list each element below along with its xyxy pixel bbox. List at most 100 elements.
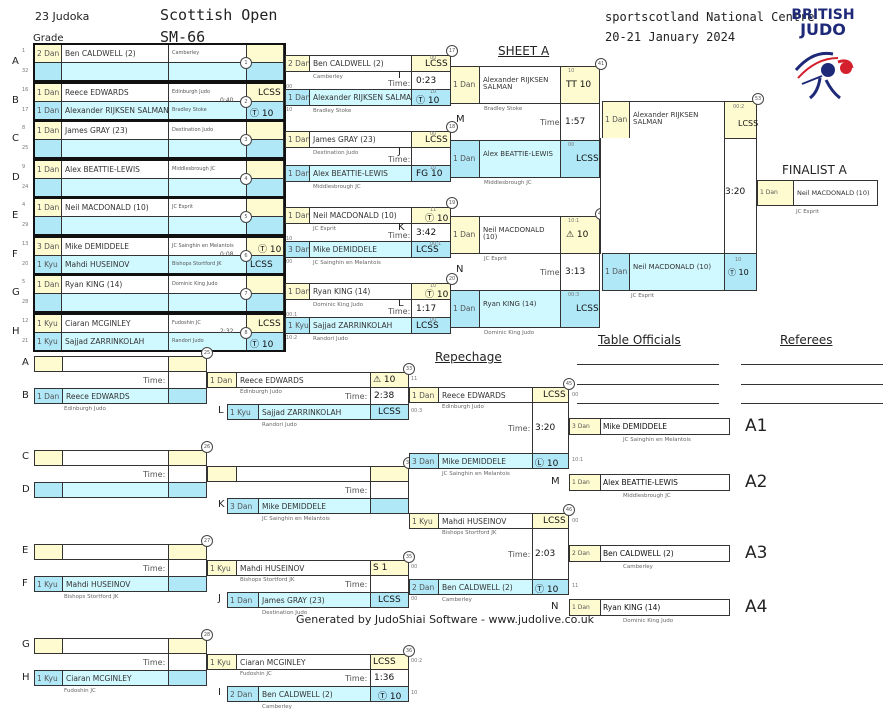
grade-cell[interactable]: 3 Dan xyxy=(227,498,259,514)
competitor-name[interactable]: Ciaran MCGINLEY xyxy=(236,654,371,670)
time-label: Time: xyxy=(345,674,368,683)
grade-cell[interactable]: 1 Dan xyxy=(285,131,310,148)
competitor-name[interactable]: Mahdi HUSEINOV xyxy=(62,576,169,592)
name-cell[interactable] xyxy=(62,356,169,372)
grade-cell[interactable] xyxy=(34,450,63,466)
grade-cell[interactable]: 1 Dan xyxy=(409,387,439,403)
referee-line-2 xyxy=(741,384,883,385)
grade-cell[interactable]: 1 Dan xyxy=(227,592,259,608)
grade-cell[interactable]: 1 Dan xyxy=(285,165,310,182)
competitor-name[interactable]: Sajjad ZARRINKOLAH xyxy=(309,317,412,334)
competitor-name[interactable]: James GRAY (23) xyxy=(258,592,371,608)
competitor-name[interactable]: Mahdi HUSEINOV xyxy=(236,560,371,576)
match-time: 0:08 xyxy=(220,250,234,258)
competitor-name[interactable]: Sajjad ZARRINKOLAH xyxy=(258,404,371,420)
club-name: Randori Judo xyxy=(262,422,297,428)
grade-cell[interactable]: 1 Dan xyxy=(569,474,601,491)
seed-number: 32 xyxy=(22,68,29,74)
result-name[interactable]: Ryan KING (14) xyxy=(600,599,730,616)
grade-cell[interactable] xyxy=(34,544,63,560)
grade-cell[interactable] xyxy=(34,482,63,498)
grade-cell[interactable]: 1 Dan xyxy=(450,66,480,104)
competitor-name[interactable]: James GRAY (23) xyxy=(309,131,412,148)
competitor-name[interactable] xyxy=(236,466,371,482)
competitor-name[interactable]: Ben CALDWELL (2) xyxy=(438,579,533,595)
competitor-name[interactable]: Neil MACDONALD (10) xyxy=(479,216,561,254)
competitor-name[interactable]: Alex BEATTIE-LEWIS xyxy=(479,140,561,178)
name-cell[interactable] xyxy=(62,638,169,654)
grade-cell[interactable]: 2 Dan xyxy=(409,579,439,595)
score-value: Ⓣ 10 xyxy=(535,585,559,595)
competitor-name[interactable]: Mike DEMIDDELE xyxy=(258,498,371,514)
competitor-name[interactable]: Reece EDWARDS xyxy=(236,372,371,388)
competitor-name[interactable]: Alexander RIJKSEN SALMAN xyxy=(479,66,561,104)
competitor-name[interactable]: Mike DEMIDDELE xyxy=(438,453,533,469)
grade-cell[interactable]: 1 Dan xyxy=(450,216,480,254)
pool-letter: D xyxy=(22,484,30,495)
club-name: JC Sainghin en Melantois xyxy=(442,471,510,477)
grade-cell[interactable] xyxy=(34,356,63,372)
competitor-name[interactable]: Ryan KING (14) xyxy=(479,290,561,328)
finalist-name[interactable]: Neil MACDONALD (10) xyxy=(793,180,878,206)
pool-letter: A xyxy=(12,56,19,67)
match-time: 2:32 xyxy=(220,327,234,335)
table-officials-title: Table Officials xyxy=(598,333,681,347)
competitor-name[interactable]: Ryan KING (14) xyxy=(309,283,412,300)
grade-cell[interactable]: 1 Dan xyxy=(34,388,63,404)
time-label: Time: xyxy=(143,376,166,385)
grade-cell[interactable]: 2 Dan xyxy=(227,686,259,702)
grade-cell[interactable]: 3 Dan xyxy=(569,418,601,435)
pre-score: 10 xyxy=(286,236,293,242)
grade-cell[interactable]: 1 Dan xyxy=(285,283,310,300)
competitor-name[interactable]: Ben CALDWELL (2) xyxy=(258,686,371,702)
competitor-name[interactable]: Alexander RIJKSEN SALMAN xyxy=(309,89,412,106)
name-cell[interactable] xyxy=(62,544,169,560)
grade-cell[interactable]: 1 Kyu xyxy=(207,654,237,670)
grade-cell[interactable]: 1 Dan xyxy=(450,290,480,328)
time-cell xyxy=(411,147,451,166)
grade-cell[interactable]: 1 Dan xyxy=(450,140,480,178)
grade-cell[interactable]: 1 Dan xyxy=(207,372,237,388)
grade-cell[interactable]: 1 Kyu xyxy=(409,513,439,529)
competitor-name[interactable]: Ciaran MCGINLEY xyxy=(62,670,169,686)
competitor-name[interactable] xyxy=(62,482,169,498)
competitor-name[interactable]: Reece EDWARDS xyxy=(438,387,533,403)
name-cell[interactable] xyxy=(62,450,169,466)
competitor-name[interactable]: Neil MACDONALD (10) xyxy=(309,207,412,224)
competitor-name[interactable]: Reece EDWARDS xyxy=(62,388,169,404)
grade-cell[interactable]: 3 Dan xyxy=(409,453,439,469)
grade-cell[interactable]: 1 Dan xyxy=(285,207,310,224)
time-label: Time: xyxy=(508,424,531,433)
grade-cell[interactable]: 1 Kyu xyxy=(34,576,63,592)
club-name: Edinburgh Judo xyxy=(64,406,106,412)
result-name[interactable]: Alex BEATTIE-LEWIS xyxy=(600,474,730,491)
competitor-name[interactable]: Alexander RIJKSEN SALMAN xyxy=(629,101,725,139)
competitor-name[interactable]: Alex BEATTIE-LEWIS xyxy=(309,165,412,182)
grade-cell[interactable]: 1 Dan xyxy=(757,180,794,206)
grade-cell[interactable]: 1 Dan xyxy=(602,253,630,291)
grade-cell[interactable]: 2 Dan xyxy=(285,55,310,72)
competitor-name[interactable]: Mahdi HUSEINOV xyxy=(438,513,533,529)
grade-cell[interactable]: 1 Kyu xyxy=(207,560,237,576)
grade-cell[interactable]: 3 Dan xyxy=(285,241,310,258)
grade-cell[interactable]: 1 Dan xyxy=(602,101,630,139)
grade-cell[interactable]: 1 Dan xyxy=(285,89,310,106)
result-name[interactable]: Mike DEMIDDELE xyxy=(600,418,730,435)
grade-cell[interactable]: 2 Dan xyxy=(569,545,601,562)
match-number: 5 xyxy=(240,211,252,223)
result-name[interactable]: Ben CALDWELL (2) xyxy=(600,545,730,562)
score-value: Ⓣ 10 xyxy=(728,268,749,277)
referee-line-1 xyxy=(741,364,883,365)
competitor-name[interactable]: Neil MACDONALD (10) xyxy=(629,253,725,291)
result-label: A2 xyxy=(745,472,768,492)
grade-cell[interactable]: 1 Kyu xyxy=(285,317,310,334)
grade-cell[interactable]: 1 Dan xyxy=(569,599,601,616)
grade-cell[interactable]: 1 Kyu xyxy=(227,404,259,420)
competitor-name[interactable]: Mike DEMIDDELE xyxy=(309,241,412,258)
competitor-name[interactable]: Ben CALDWELL (2) xyxy=(309,55,412,72)
match-number: 1 xyxy=(240,57,252,69)
grade-cell[interactable]: 1 Kyu xyxy=(34,670,63,686)
grade-cell[interactable] xyxy=(34,638,63,654)
pre-score: 00 xyxy=(286,84,293,90)
grade-cell[interactable] xyxy=(207,466,237,482)
